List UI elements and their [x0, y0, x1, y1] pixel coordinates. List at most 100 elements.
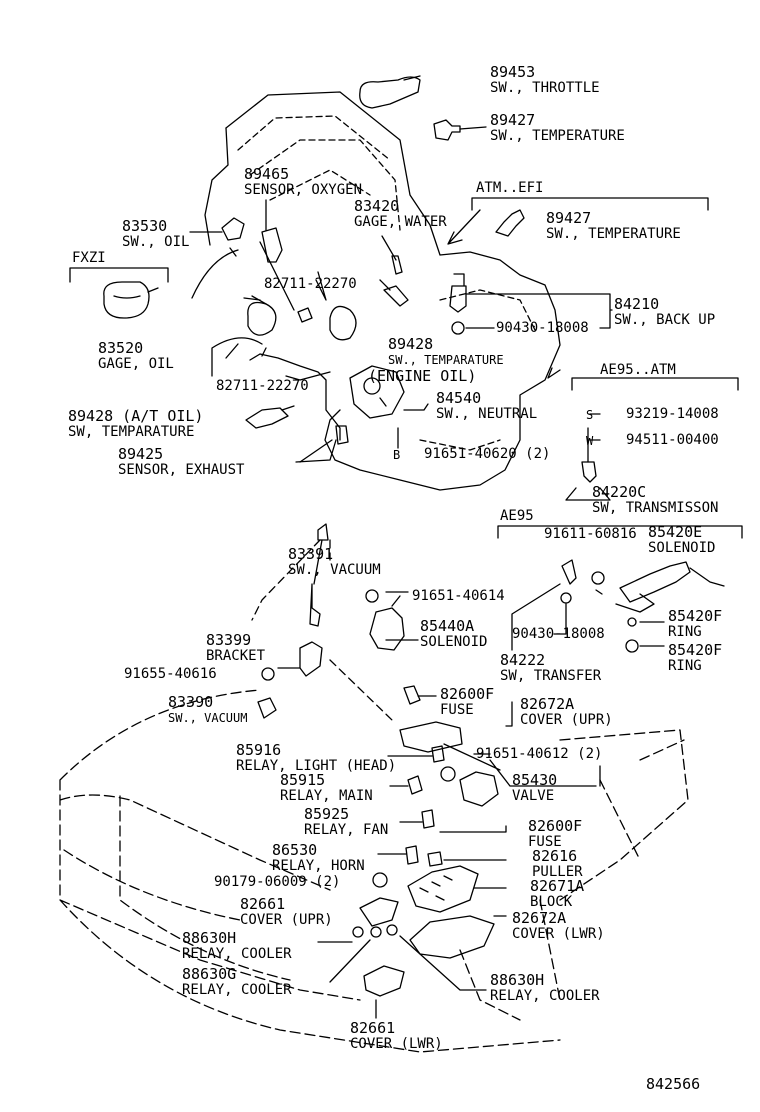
- part-name: PULLER: [532, 864, 583, 880]
- part-name: SW., VACUUM: [168, 711, 248, 725]
- marker-w: W: [586, 434, 594, 448]
- part-number: 85440A: [420, 617, 475, 635]
- code-91655: 91655-40616: [124, 666, 217, 682]
- cover-upr-82672a-shape: [399, 721, 463, 753]
- part-85915: 85915 RELAY, MAIN: [280, 772, 373, 804]
- part-name: SW, TRANSFER: [500, 668, 602, 684]
- part-name: COVER (LWR): [512, 926, 605, 942]
- part-number: 82616: [532, 847, 578, 865]
- part-name: RING: [668, 658, 702, 674]
- note-fxzi: FXZI: [72, 250, 106, 266]
- code-82711-lower: 82711-22270: [216, 378, 309, 394]
- part-number: 89427: [490, 111, 536, 129]
- part-number: 88630H: [490, 971, 545, 989]
- part-name: RELAY, COOLER: [490, 988, 600, 1004]
- part-name: RELAY, COOLER: [182, 946, 292, 962]
- part-number: 86530: [272, 841, 318, 859]
- part-82672a-upr: 82672A COVER (UPR): [520, 696, 613, 728]
- part-number: 88630G: [182, 965, 237, 983]
- part-number: 89427: [546, 209, 592, 227]
- part-number: 82672A: [512, 909, 567, 927]
- note-engine-oil: (ENGINE OIL): [368, 367, 477, 385]
- part-name: FUSE: [440, 702, 474, 718]
- part-86530: 86530 RELAY, HORN: [272, 842, 365, 874]
- diagram-id: 842566: [646, 1075, 701, 1093]
- part-number: 89428: [388, 335, 434, 353]
- part-name: VALVE: [512, 788, 555, 804]
- part-82600f-b: 82600F FUSE: [528, 818, 582, 850]
- part-name: RING: [668, 624, 702, 640]
- part-name: RELAY, FAN: [304, 822, 389, 838]
- part-number: 84222: [500, 651, 546, 669]
- part-85420e: 85420E SOLENOID: [648, 524, 715, 556]
- temp-switch-atm-shape: [495, 209, 525, 237]
- cover-lwr-82672a-shape: [409, 915, 495, 959]
- part-89428-at-oil: 89428 (A/T OIL) SW, TEMPARATURE: [68, 408, 203, 440]
- part-89427-atm: 89427 SW., TEMPERATURE: [546, 210, 681, 242]
- part-name: SENSOR, OXYGEN: [244, 182, 363, 198]
- part-name: SOLENOID: [648, 540, 716, 556]
- part-name: RELAY, COOLER: [182, 982, 292, 998]
- part-89465: 89465 SENSOR, OXYGEN: [244, 166, 362, 198]
- part-84540: 84540 SW., NEUTRAL: [436, 390, 537, 422]
- code-91651-40612: 91651-40612 (2): [476, 746, 603, 762]
- part-88630g: 88630G RELAY, COOLER: [182, 966, 292, 998]
- clamp-right: [329, 305, 357, 341]
- part-name: SW., VACUUM: [288, 562, 381, 578]
- code-91651-40620: 91651-40620 (2): [424, 446, 551, 462]
- part-number: 82600F: [440, 685, 495, 703]
- oil-gage-shape: [103, 281, 150, 319]
- part-85925: 85925 RELAY, FAN: [304, 806, 388, 838]
- exhaust-sensor-wire: [259, 353, 341, 441]
- part-name: RELAY, MAIN: [280, 788, 373, 804]
- part-number: 83399: [206, 631, 252, 649]
- part-name: BLOCK: [530, 894, 573, 910]
- part-number: 82661: [240, 895, 286, 913]
- part-82616: 82616 PULLER: [532, 848, 583, 880]
- part-89427-top: 89427 SW., TEMPERATURE: [490, 112, 625, 144]
- part-number: 89453: [490, 63, 536, 81]
- oxygen-sensor-shape: [261, 227, 283, 263]
- part-88630h-a: 88630H RELAY, COOLER: [182, 930, 292, 962]
- part-name: RELAY, LIGHT (HEAD): [236, 758, 397, 774]
- note-atm-efi: ATM..EFI: [476, 180, 544, 196]
- temp-switch-top-shape: [433, 119, 461, 141]
- part-82671a: 82671A BLOCK: [530, 878, 584, 910]
- block-82671a-shape: [407, 865, 479, 913]
- part-name: GAGE, WATER: [354, 214, 447, 230]
- code-90430-upper: 90430-18008: [496, 320, 589, 336]
- part-number: 82600F: [528, 817, 583, 835]
- cover-upr-82661-shape: [359, 897, 399, 927]
- code-82711-upper: 82711-22270: [264, 276, 357, 292]
- part-number: 85925: [304, 805, 350, 823]
- part-number: 84540: [436, 389, 482, 407]
- code-94511: 94511-00400: [626, 432, 719, 448]
- part-name: COVER (UPR): [520, 712, 613, 728]
- part-85420f-a: 85420F RING: [668, 608, 722, 640]
- part-84222: 84222 SW, TRANSFER: [500, 652, 601, 684]
- part-name: BRACKET: [206, 648, 266, 664]
- backup-switch-shape: [449, 273, 467, 313]
- solenoid-85420e-shape: [619, 561, 691, 603]
- part-83390: 83390 SW., VACUUM: [168, 694, 247, 726]
- oil-switch-shape: [221, 217, 245, 241]
- code-90430-lower: 90430-18008: [512, 626, 605, 642]
- part-number: 89465: [244, 165, 290, 183]
- part-number: 83391: [288, 545, 334, 563]
- part-name: SW., NEUTRAL: [436, 406, 538, 422]
- cover-lwr-82661-shape: [363, 965, 405, 997]
- part-name: COVER (UPR): [240, 912, 333, 928]
- at-oil-temp-switch-shape: [245, 407, 289, 429]
- part-number: 83420: [354, 197, 400, 215]
- part-number: 89428 (A/T OIL): [68, 407, 204, 425]
- part-83530: 83530 SW., OIL: [122, 218, 189, 250]
- part-number: 85420F: [668, 641, 723, 659]
- part-number: 83390: [168, 693, 214, 711]
- part-name: SW., TEMPERATURE: [490, 128, 625, 144]
- clamp-left: [247, 301, 277, 336]
- part-89428: 89428 SW., TEMPARATURE: [388, 336, 504, 368]
- part-82661-upr: 82661 COVER (UPR): [240, 896, 333, 928]
- part-name: SENSOR, EXHAUST: [118, 462, 245, 478]
- part-number: 84220C: [592, 483, 647, 501]
